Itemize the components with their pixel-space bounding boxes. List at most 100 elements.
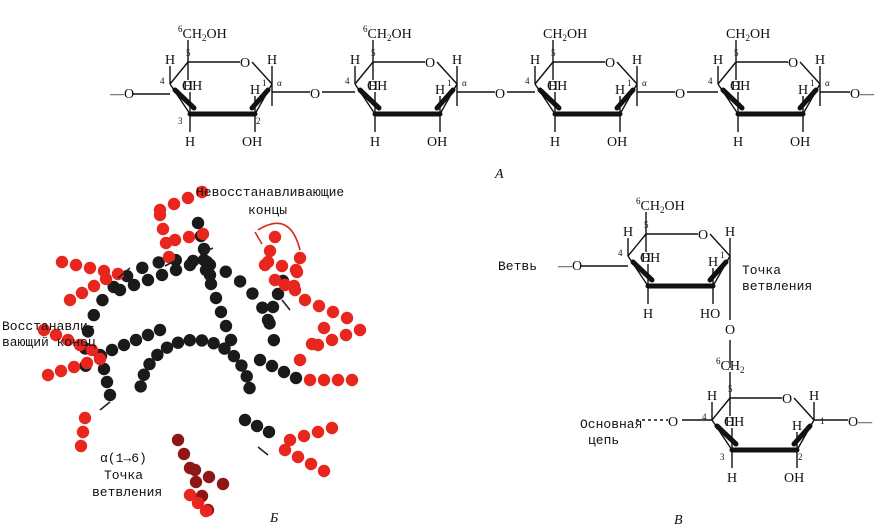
- h-c1-label: H: [632, 53, 642, 68]
- nonreducing-residue: [69, 258, 83, 272]
- carbon-1-number: 1: [262, 78, 267, 88]
- nonreducing-residue: [37, 323, 51, 337]
- bond-line: [799, 61, 821, 85]
- residue-arrow: [199, 247, 214, 255]
- h-c1-label: H: [267, 53, 277, 68]
- glucose-residue: [143, 357, 156, 371]
- alpha-anomer-label: α: [462, 78, 467, 88]
- carbon-5-number: 5: [551, 48, 556, 58]
- nonreducing-residue: [305, 337, 319, 351]
- nonreducing-residue: [325, 333, 339, 347]
- nonreducing-residue: [325, 421, 339, 435]
- glucose-residue: [141, 328, 155, 342]
- glucose-residue: [105, 343, 119, 357]
- ring-oxygen-label: O: [788, 56, 798, 71]
- ch2oh-label: 6CH2OH: [363, 24, 412, 43]
- nonreducing-residue: [268, 230, 282, 244]
- chain-end-oxygen: O—: [850, 87, 875, 102]
- h-c4-label: H: [707, 389, 717, 404]
- branch-point-label-3: ветвления: [92, 485, 162, 500]
- glucose-residue: [127, 278, 141, 292]
- glucose-residue: [277, 365, 291, 379]
- nonreducing-residue: [304, 457, 318, 471]
- glucose-residue: [235, 359, 248, 372]
- h-c2-label: H: [792, 419, 802, 434]
- nonreducing-residue: [303, 373, 317, 387]
- branch-point-label-2: Точка: [104, 468, 143, 483]
- h-c5-label: H: [548, 79, 558, 94]
- subscript-2: 2: [202, 33, 207, 43]
- carbon-1-number: 1: [810, 78, 815, 88]
- carbon-4-number: 4: [160, 76, 165, 86]
- nonreducing-residue: [317, 373, 331, 387]
- h-c5-label: H: [641, 251, 651, 266]
- nonreducing-residue: [80, 356, 94, 370]
- oh-label: OH: [664, 199, 684, 214]
- h-c2-label: H: [250, 83, 260, 98]
- nonreducing-arrow-head: [254, 231, 263, 245]
- nonreducing-residue: [345, 373, 359, 387]
- h-c2-label: H: [615, 83, 625, 98]
- main-chain-oxygen-left: O: [668, 415, 678, 430]
- carbon-4-number: 4: [525, 76, 530, 86]
- carbon-4-number: 4: [345, 76, 350, 86]
- nonreducing-residue: [311, 425, 325, 439]
- carbon-1-number: 1: [447, 78, 452, 88]
- h-c4-label: H: [530, 53, 540, 68]
- nonreducing-residue: [199, 504, 213, 518]
- nonreducing-residue: [41, 368, 55, 382]
- oh-c2-label: HO: [700, 307, 720, 322]
- branch-residue: [216, 477, 230, 491]
- nonreducing-residue: [317, 464, 331, 478]
- h-c4-label: H: [350, 53, 360, 68]
- nonreducing-residue: [291, 450, 305, 464]
- glucose-residue: [152, 256, 165, 269]
- glucose-residue: [209, 291, 223, 305]
- glucose-residue: [204, 277, 218, 291]
- glucose-residue: [197, 242, 211, 256]
- h-c2-label: H: [798, 83, 808, 98]
- panel-label-a: А: [494, 167, 504, 182]
- ring-oxygen-label: O: [240, 56, 250, 71]
- nonreducing-residue: [75, 286, 89, 300]
- nonreducing-residue: [156, 222, 170, 236]
- carbon-3-number: 3: [720, 452, 725, 462]
- chain-start-oxygen: —O: [109, 87, 134, 102]
- oh-c3-label: OH: [367, 79, 387, 94]
- ring-oxygen-label: O: [425, 56, 435, 71]
- main-chain-label-2: цепь: [588, 433, 619, 448]
- nonreducing-residue: [87, 279, 101, 293]
- nonreducing-residue: [167, 197, 181, 211]
- bond-line: [714, 423, 739, 447]
- bond-line: [720, 87, 745, 111]
- nonreducing-residue: [195, 185, 209, 199]
- glucose-residue: [214, 305, 228, 319]
- branch-point-label-c-2: ветвления: [742, 279, 812, 294]
- h-c4-label: H: [165, 53, 175, 68]
- ch-label: CH: [368, 27, 387, 42]
- glucose-residue: [203, 268, 217, 282]
- branch-oxygen: —O: [557, 259, 582, 274]
- bond-line: [251, 61, 273, 85]
- carbon-2-number: 2: [798, 452, 803, 462]
- glycosidic-oxygen: O: [310, 87, 320, 102]
- glucose-residue: [141, 273, 155, 287]
- carbon-5-number: 5: [734, 48, 739, 58]
- glucose-residue: [117, 338, 131, 352]
- h-c1-label: H: [452, 53, 462, 68]
- carbon-6-number: 6: [363, 24, 368, 34]
- carbon-6-number: 6: [716, 356, 721, 366]
- glucose-residue: [289, 371, 303, 385]
- branch-residue: [202, 470, 216, 484]
- ring-oxygen-label: O: [605, 56, 615, 71]
- nonreducing-residue: [63, 293, 77, 307]
- nonreducing-residue: [275, 259, 289, 273]
- carbon-2-number: 2: [256, 116, 261, 126]
- ch-label: CH: [641, 199, 660, 214]
- carbon-4-number: 4: [618, 248, 623, 258]
